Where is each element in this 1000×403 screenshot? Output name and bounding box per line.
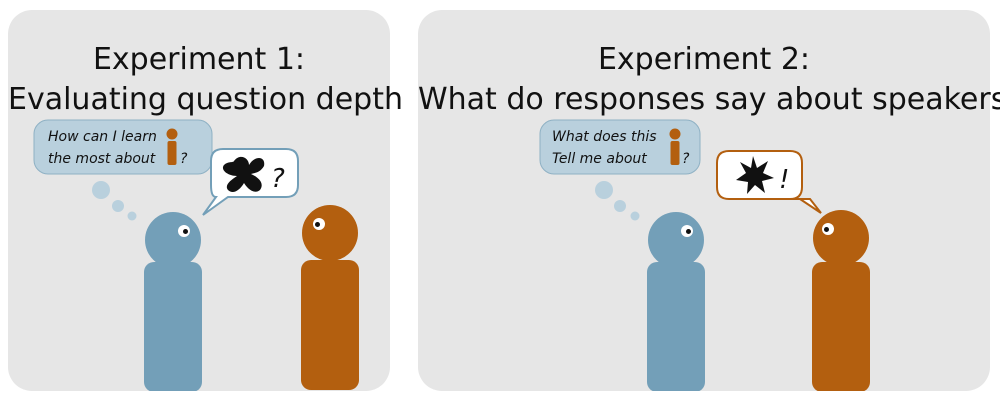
- blue-person: [647, 212, 705, 391]
- orange-person-body: [301, 260, 359, 390]
- experiment-2-title-line1: Experiment 2:: [597, 42, 811, 77]
- experiment-1-illustration: How can I learn the most about ? ?: [33, 119, 359, 391]
- thought-text-line2: Tell me about: [552, 151, 647, 167]
- orange-person: [301, 205, 359, 390]
- experiment-2-title: Experiment 2: What do responses say abou…: [418, 40, 1000, 120]
- blue-person: [144, 212, 202, 391]
- orange-person-mini-icon: [166, 128, 178, 165]
- experiment-1-panel: Experiment 1: Evaluating question depth …: [8, 10, 403, 391]
- orange-person-head: [813, 210, 869, 266]
- thought-dot-medium: [614, 200, 626, 212]
- speech-bubble: !: [716, 150, 822, 214]
- orange-person-body: [812, 262, 870, 391]
- experiment-1-title: Experiment 1: Evaluating question depth: [8, 40, 403, 120]
- experiment-2-title-line2: What do responses say about speakers?: [418, 82, 1000, 117]
- splat-blob-icon: [222, 156, 265, 193]
- blue-person-body: [144, 262, 202, 391]
- experiment-2-panel: Experiment 2: What do responses say abou…: [418, 10, 1000, 391]
- thought-bubble: How can I learn the most about ?: [33, 119, 213, 221]
- speech-question-mark: ?: [271, 164, 285, 194]
- thought-dot-small: [630, 211, 640, 221]
- speech-exclamation-mark: !: [779, 165, 789, 195]
- experiment-1-title-line1: Experiment 1:: [92, 42, 306, 77]
- thought-text-line2: the most about: [48, 151, 156, 167]
- thought-text-line1: What does this: [552, 129, 657, 145]
- orange-person: [812, 210, 870, 391]
- thought-text-line1: How can I learn: [48, 129, 157, 145]
- thought-question-mark: ?: [180, 151, 188, 167]
- thought-dot-large: [92, 181, 110, 199]
- thought-dot-small: [127, 211, 137, 221]
- orange-person-mini-icon: [669, 128, 681, 165]
- thought-bubble: What does this Tell me about ?: [539, 119, 701, 221]
- thought-question-mark: ?: [682, 151, 690, 167]
- thought-dot-medium: [112, 200, 124, 212]
- experiment-2-illustration: What does this Tell me about ? !: [539, 119, 870, 391]
- experiment-1-title-line2: Evaluating question depth: [8, 82, 403, 117]
- thought-dot-large: [595, 181, 613, 199]
- blue-person-body: [647, 262, 705, 391]
- blue-person-head: [145, 212, 201, 268]
- burst-star-icon: [736, 156, 774, 194]
- blue-person-head: [648, 212, 704, 268]
- speech-bubble: ?: [202, 148, 299, 216]
- orange-person-head: [302, 205, 358, 261]
